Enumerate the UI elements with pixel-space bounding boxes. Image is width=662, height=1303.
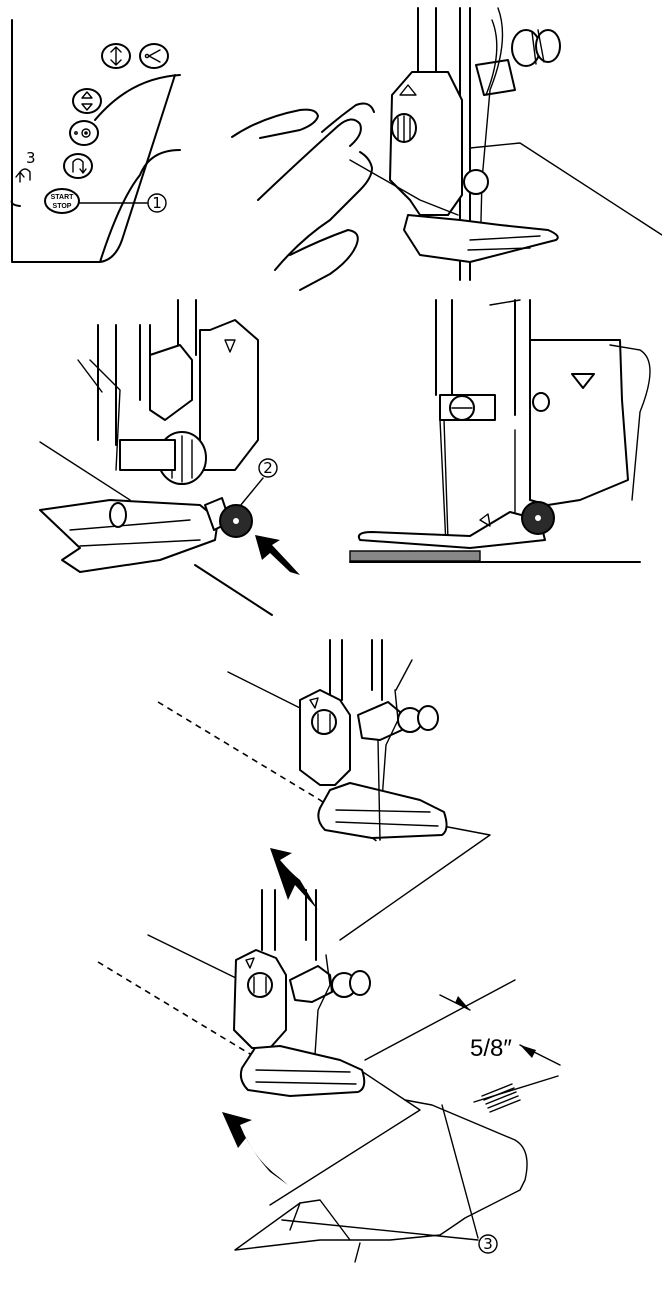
side-marker-number: 3 bbox=[26, 149, 36, 167]
needle-up-down-button[interactable] bbox=[101, 43, 131, 69]
callout-2: 2 bbox=[258, 458, 278, 478]
foot-leveling-button-illustration: 2 bbox=[39, 299, 300, 616]
seam-marking-lines bbox=[481, 1083, 521, 1113]
start-stop-label-2: STOP bbox=[53, 203, 72, 210]
side-reverse-marker: 3 bbox=[15, 149, 36, 183]
thread-cutter-button[interactable] bbox=[139, 43, 169, 69]
foot-side-view-illustration bbox=[349, 299, 651, 563]
control-panel: START STOP 3 1 bbox=[10, 19, 181, 263]
hand-holding-thread-illustration bbox=[231, 7, 662, 306]
presser-foot-button[interactable] bbox=[72, 88, 102, 114]
turn-arrow-icon bbox=[222, 1112, 288, 1185]
lock-stitch-button[interactable] bbox=[69, 120, 99, 146]
callout-2-number: 2 bbox=[263, 459, 273, 477]
seam-allowance-measurement: 5/8″ bbox=[470, 1035, 512, 1062]
pivot-arrow-icon bbox=[270, 848, 318, 910]
callout-1-number: 1 bbox=[152, 194, 162, 212]
start-stop-button[interactable]: START STOP bbox=[44, 188, 80, 214]
push-arrow-icon bbox=[255, 535, 300, 575]
fabric-layer bbox=[349, 550, 481, 562]
callout-1: 1 bbox=[147, 193, 167, 213]
callout-3: 3 bbox=[478, 1234, 498, 1254]
seam-guide-illustration: 5/8″ 3 bbox=[97, 889, 561, 1263]
start-stop-label-1: START bbox=[51, 194, 75, 201]
scissors-icon bbox=[148, 49, 161, 63]
sewing-seam-illustration bbox=[157, 639, 491, 941]
reverse-button[interactable] bbox=[63, 153, 93, 179]
callout-3-number: 3 bbox=[483, 1235, 493, 1253]
